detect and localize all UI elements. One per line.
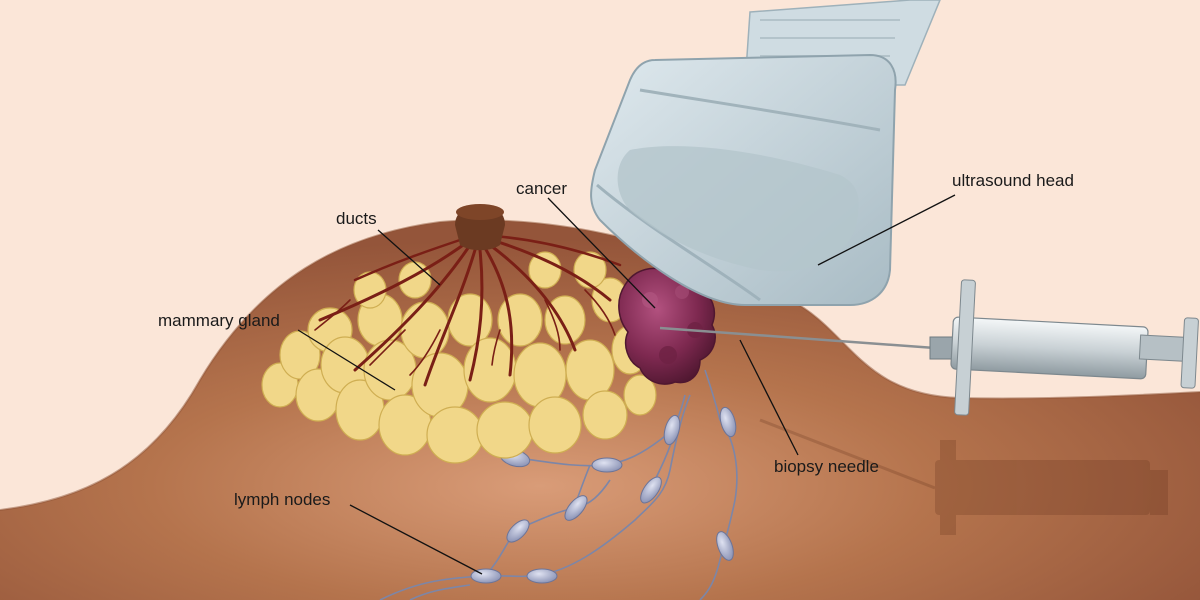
skin-edge: [0, 219, 1200, 511]
label-mammary-gland: mammary gland: [158, 311, 280, 330]
leader-cancer: [547, 197, 656, 309]
label-ultrasound-head: ultrasound head: [952, 171, 1074, 190]
ultrasound-probe: [590, 0, 941, 306]
label-lymph-nodes: lymph nodes: [234, 490, 330, 509]
label-ducts: ducts: [336, 209, 377, 228]
leader-needle: [739, 339, 799, 456]
ducts: [314, 234, 622, 387]
tumor: [618, 267, 716, 385]
syringe-shadow: [759, 418, 1168, 535]
syringe: [659, 279, 1199, 416]
leader-lines: [297, 194, 956, 575]
leader-mammary: [297, 329, 396, 391]
label-biopsy-needle: biopsy needle: [774, 457, 879, 476]
label-cancer: cancer: [516, 179, 567, 198]
leader-ducts: [377, 229, 441, 286]
nipple: [455, 204, 505, 251]
mammary-gland-lobules: [261, 251, 657, 464]
lymph-nodes: [470, 406, 737, 584]
leader-lymph: [349, 504, 483, 575]
leader-ultrasound: [817, 194, 956, 266]
